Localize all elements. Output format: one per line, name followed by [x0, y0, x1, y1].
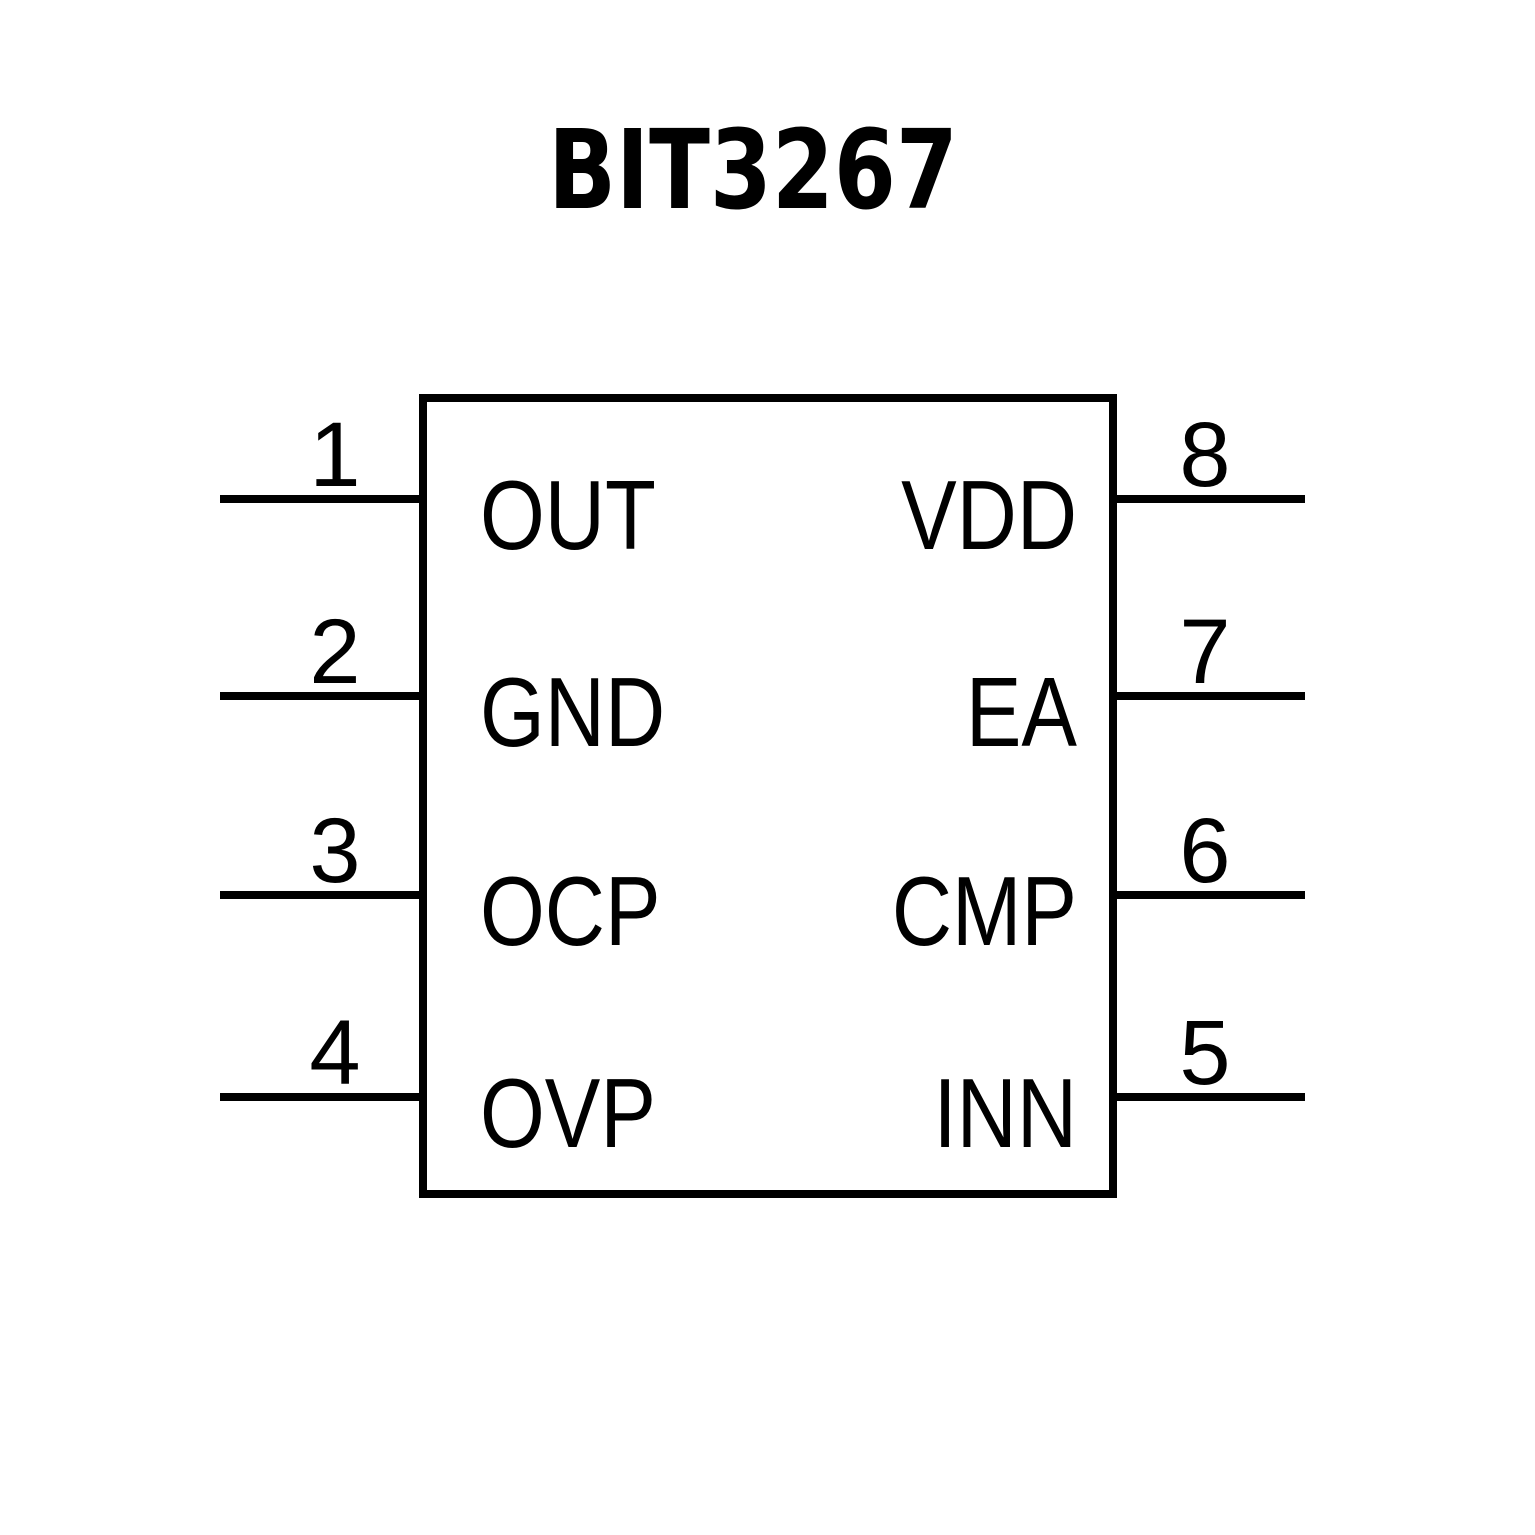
pin-1-lead-line	[220, 495, 423, 503]
pin-4-label: OVP	[480, 1058, 656, 1168]
pin-5-label: INN	[933, 1058, 1077, 1168]
chip-title: BIT3267	[548, 106, 958, 234]
pin-6-number: 6	[1179, 800, 1231, 902]
pin-4-number: 4	[309, 1002, 361, 1104]
pin-3-lead-line	[220, 891, 423, 899]
pin-4-lead-line	[220, 1093, 423, 1101]
pin-2-number: 2	[309, 601, 361, 703]
pin-2-label: GND	[480, 657, 666, 767]
chip-body-outline	[419, 394, 1117, 1198]
pin-3-label: OCP	[480, 856, 661, 966]
pin-6-lead-line	[1109, 891, 1305, 899]
pin-8-label: VDD	[901, 460, 1077, 570]
pin-5-number: 5	[1179, 1002, 1231, 1104]
pin-7-label: EA	[965, 657, 1077, 767]
pin-8-number: 8	[1179, 404, 1231, 506]
pin-7-lead-line	[1109, 692, 1305, 700]
pin-7-number: 7	[1179, 601, 1231, 703]
pin-3-number: 3	[309, 800, 361, 902]
pin-8-lead-line	[1109, 495, 1305, 503]
pin-1-number: 1	[309, 404, 361, 506]
pin-1-label: OUT	[480, 460, 656, 570]
pin-6-label: CMP	[891, 856, 1077, 966]
pin-2-lead-line	[220, 692, 423, 700]
pin-5-lead-line	[1109, 1093, 1305, 1101]
